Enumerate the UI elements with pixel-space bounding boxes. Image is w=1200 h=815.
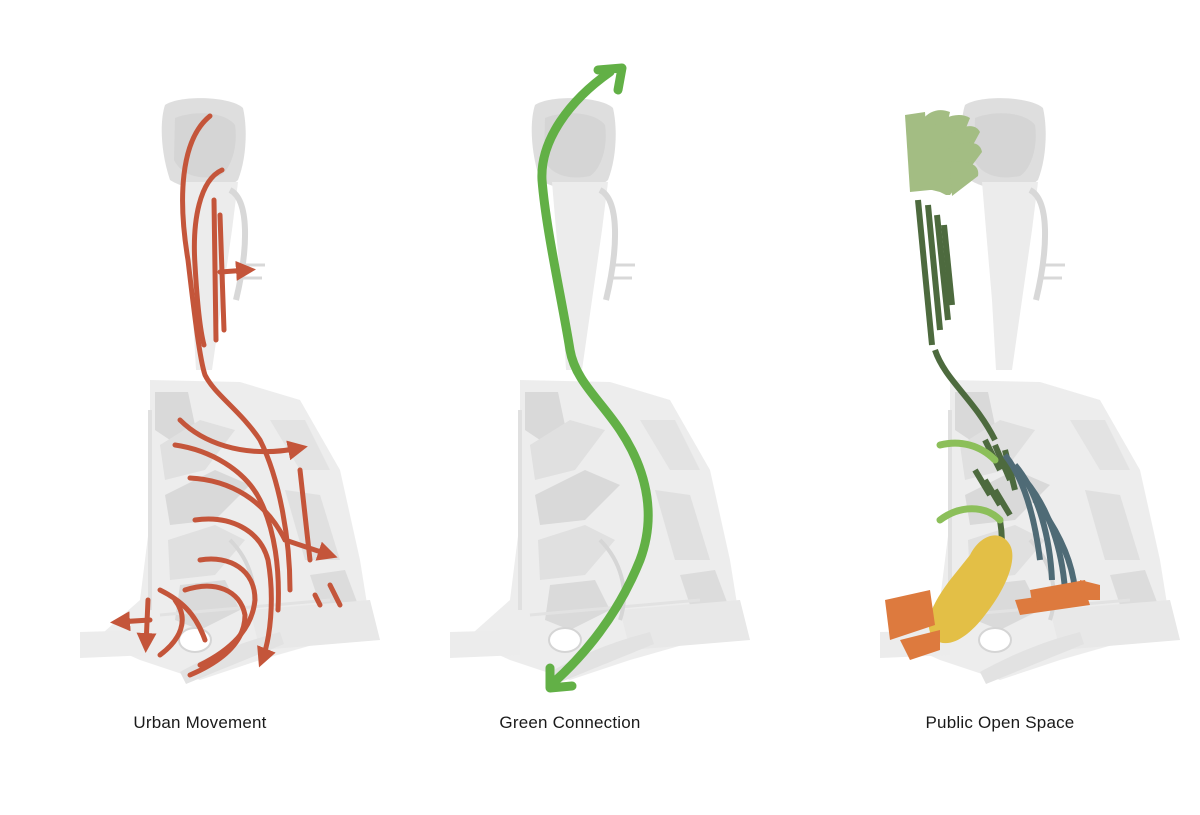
green-corridor-line (537, 67, 653, 689)
movement-arrow (187, 475, 338, 561)
arrow-head-south-icon (545, 663, 577, 693)
arrow-head-north-icon (593, 63, 627, 95)
movement-arrow (217, 260, 256, 281)
movement-path (180, 113, 293, 593)
caption-public-open-space: Public Open Space (925, 713, 1075, 732)
movement-arrow (192, 516, 276, 668)
panel-urban-movement: Urban Movement (0, 0, 400, 815)
panel-green-connection: Green Connection (370, 0, 770, 815)
movement-path (191, 167, 225, 348)
public-open-space-diagram (800, 0, 1200, 700)
movement-path (182, 583, 248, 678)
panel-public-open-space: Public Open Space (800, 0, 1200, 815)
movement-path (312, 582, 343, 608)
movement-path (157, 587, 208, 643)
movement-path (172, 442, 281, 613)
movement-path (197, 556, 258, 668)
movement-path (157, 597, 185, 658)
caption-green-connection: Green Connection (499, 713, 641, 732)
movement-arrow (136, 597, 157, 653)
open-space-park-fan (905, 110, 982, 196)
open-space-green-arcs (936, 439, 1004, 524)
urban-movement-diagram (0, 0, 400, 700)
caption-urban-movement: Urban Movement (133, 713, 267, 732)
movement-arrow (177, 417, 308, 461)
movement-path (211, 197, 219, 343)
movement-path (297, 467, 313, 563)
open-space-central-plaza (928, 535, 1013, 644)
open-space-squares (885, 580, 1100, 660)
open-space-waterfront (1002, 453, 1078, 591)
green-connection-diagram (370, 63, 770, 693)
